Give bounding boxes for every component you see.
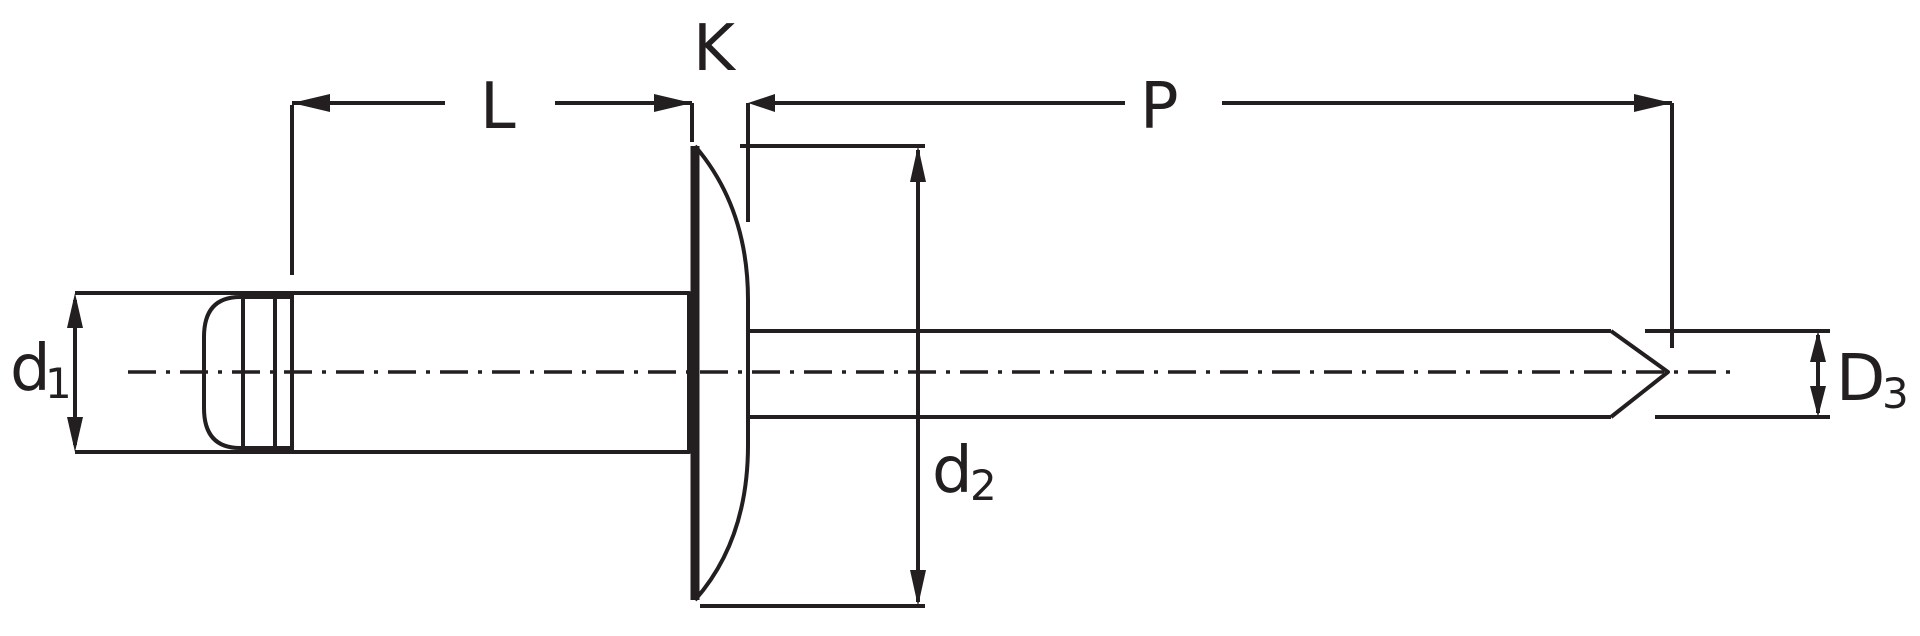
dimension-L: L: [290, 70, 692, 275]
P-arrow-right: [1634, 94, 1672, 112]
dimension-D3: D 3: [1645, 329, 1909, 419]
K-arrow-right: [748, 94, 775, 112]
sleeve-outline: [290, 291, 691, 454]
flange-head: [690, 144, 750, 602]
flange-dome: [693, 144, 750, 602]
D3-arrow-bottom: [1810, 386, 1826, 417]
shaft-point: [1609, 329, 1670, 419]
d1-arrow-bottom: [67, 417, 83, 452]
d1-label: d: [10, 332, 51, 406]
dimension-P: P: [765, 70, 1674, 348]
d1-arrow-top: [67, 293, 83, 328]
L-label: L: [480, 70, 516, 144]
L-arrow-right: [654, 94, 692, 112]
dimension-d2: d 2: [700, 144, 997, 608]
D3-label: D: [1836, 342, 1885, 416]
d2-subscript: 2: [970, 461, 997, 510]
D3-subscript: 3: [1882, 369, 1909, 418]
d2-label: d: [932, 434, 973, 508]
K-label: K: [693, 12, 737, 86]
d2-arrow-top: [910, 146, 926, 182]
dimension-K: K: [690, 12, 775, 222]
D3-arrow-top: [1810, 331, 1826, 362]
d2-arrow-bottom: [910, 570, 926, 606]
mandrel-shaft: [748, 329, 1670, 419]
rivet-body: [202, 291, 691, 454]
dimension-d1: d 1: [10, 291, 292, 454]
P-label: P: [1140, 70, 1179, 144]
mandrel-head-cap: [202, 295, 292, 450]
L-arrow-left: [292, 94, 330, 112]
d1-subscript: 1: [45, 359, 72, 408]
